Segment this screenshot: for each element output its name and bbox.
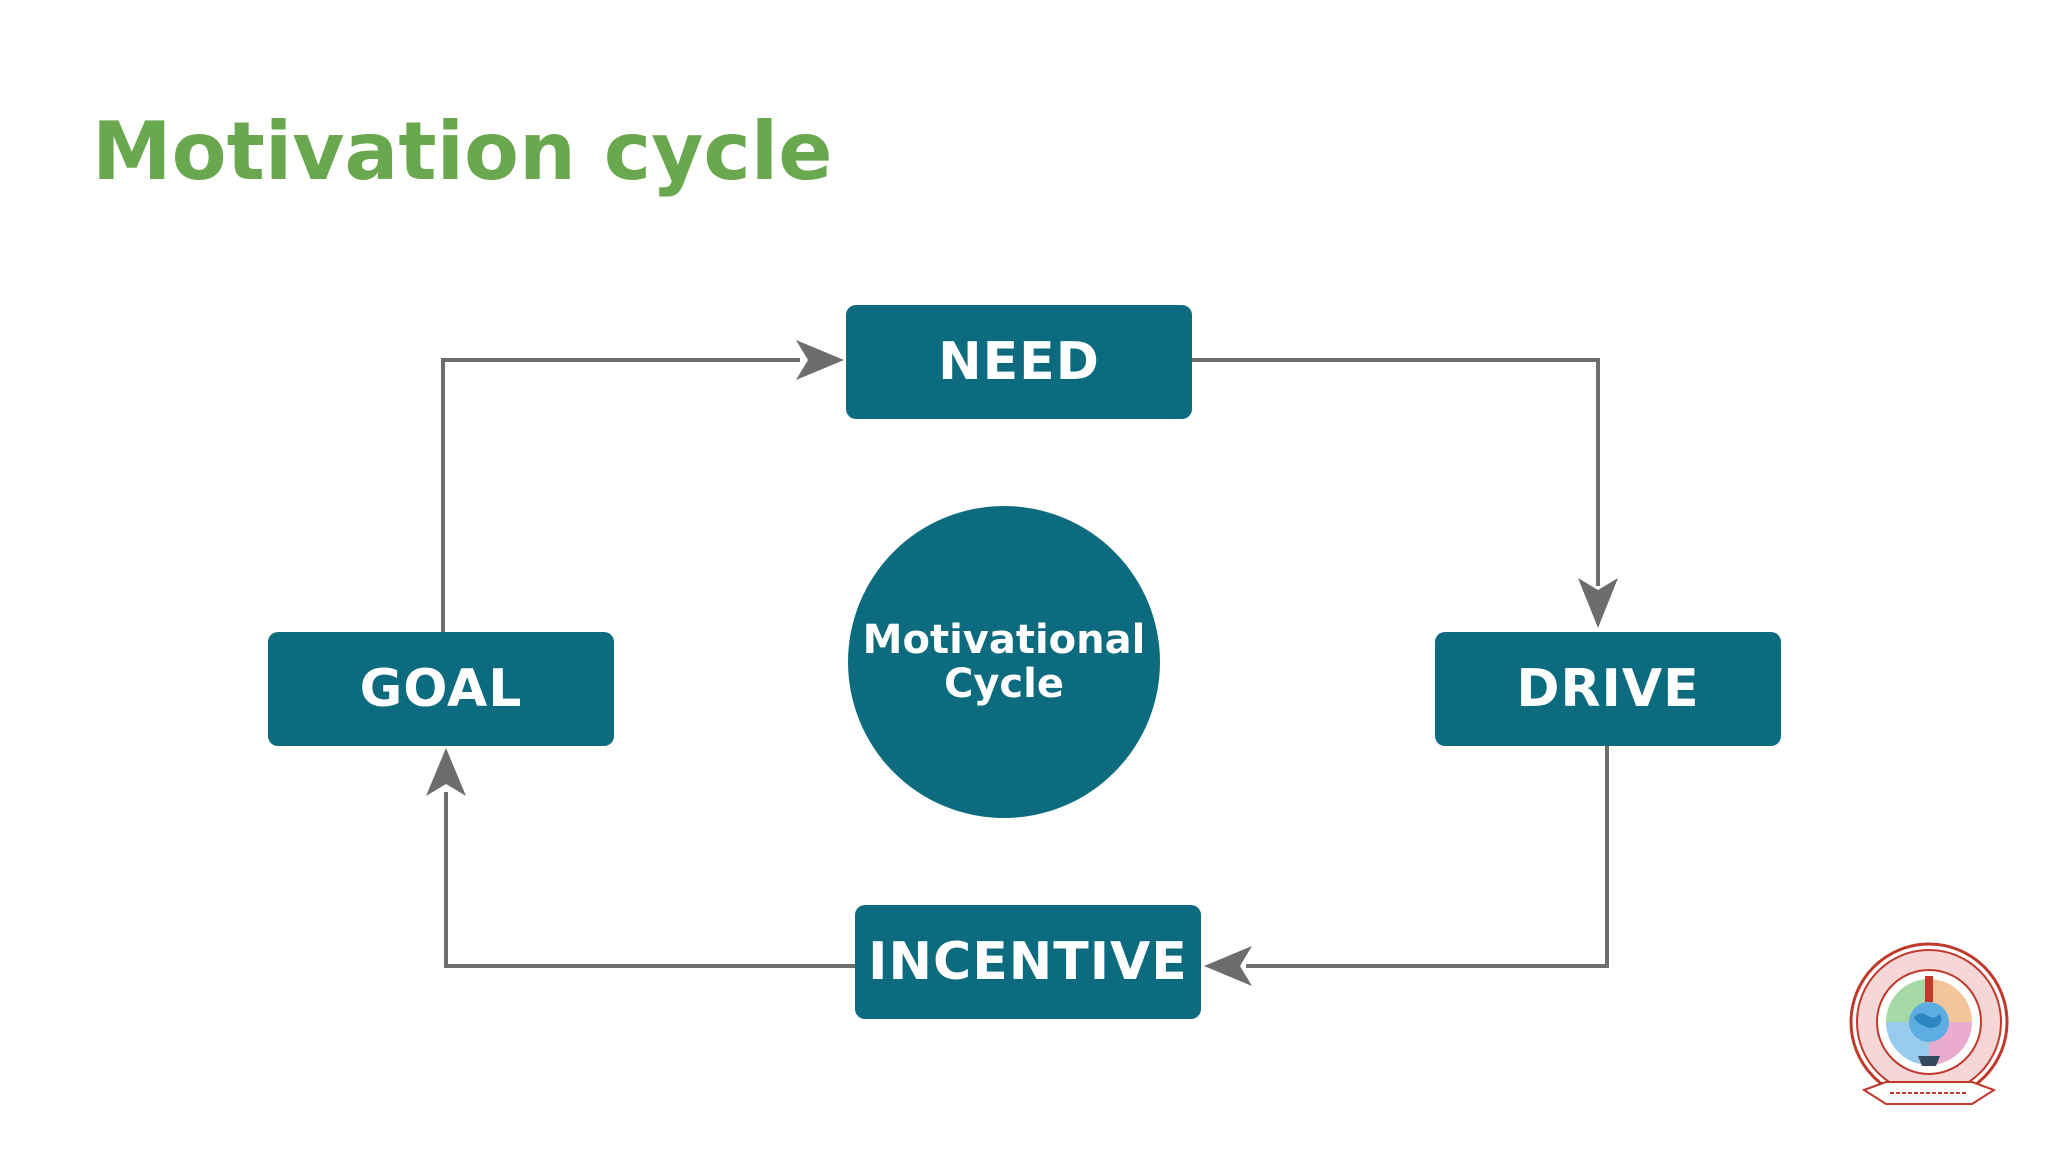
arrow-goal-to-need [441,358,800,632]
goal-node: GOAL [268,632,614,746]
center-label-line2: Cycle [944,661,1064,707]
center-label-line1: Motivational [862,617,1146,663]
drive-node: DRIVE [1435,632,1781,746]
center-circle: Motivational Cycle [848,506,1160,818]
incentive-node: INCENTIVE [855,905,1201,1019]
arrowhead-goal-to-need [796,340,844,380]
arrow-drive-to-incentive [1246,746,1609,968]
university-logo [1846,938,2012,1124]
arrow-incentive-to-goal [444,792,855,968]
goal-label: GOAL [359,659,523,719]
incentive-label: INCENTIVE [868,932,1188,992]
need-node: NEED [846,305,1192,419]
university-seal-icon [1849,942,2009,1105]
arrowhead-incentive-to-goal [426,748,466,796]
arrowhead-need-to-drive [1578,578,1618,628]
need-label: NEED [938,332,1100,392]
arrow-need-to-drive [1192,358,1600,586]
drive-label: DRIVE [1516,659,1700,719]
slide-title: Motivation cycle [92,105,833,198]
arrowhead-drive-to-incentive [1204,946,1252,986]
